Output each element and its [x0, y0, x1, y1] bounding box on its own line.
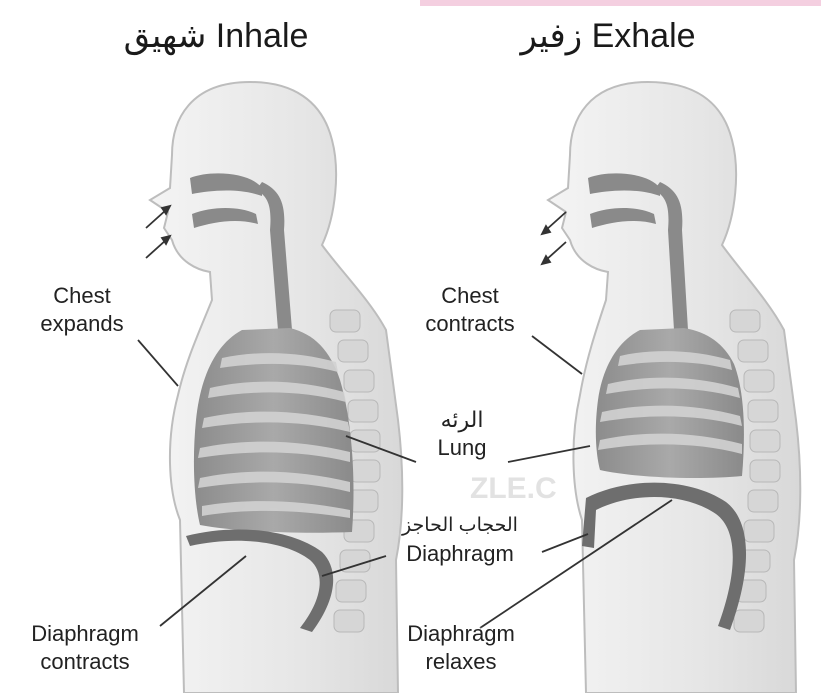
label-diaphragm-contracts: Diaphragm contracts — [0, 620, 170, 676]
watermark: ZLE.C — [470, 472, 557, 505]
lung-label-ar: الرئه — [402, 406, 522, 434]
diaphragm-contracts-line2: contracts — [0, 648, 170, 676]
diaphragm-relaxes-line1: Diaphragm — [376, 620, 546, 648]
exhale-title: زفير Exhale — [488, 16, 728, 56]
chest-contracts-line1: Chest — [400, 282, 540, 310]
exhale-figure — [542, 82, 800, 693]
label-diaphragm: الحجاب الحاجز Diaphragm — [370, 512, 550, 568]
chest-expands-line1: Chest — [12, 282, 152, 310]
leader-chest-expands — [138, 340, 178, 386]
diaphragm-label-en: Diaphragm — [370, 540, 550, 568]
exhale-airflow-arrows — [542, 212, 566, 264]
exhale-lung — [596, 328, 744, 478]
exhale-title-en: Exhale — [592, 17, 696, 55]
diaphragm-relaxes-line2: relaxes — [376, 648, 546, 676]
leader-chest-contracts — [532, 336, 582, 374]
label-diaphragm-relaxes: Diaphragm relaxes — [376, 620, 546, 676]
inhale-title-ar: شهيق — [124, 17, 207, 55]
chest-expands-line2: expands — [12, 310, 152, 338]
chest-contracts-line2: contracts — [400, 310, 540, 338]
inhale-title-en: Inhale — [216, 17, 309, 55]
diaphragm-contracts-line1: Diaphragm — [0, 620, 170, 648]
label-chest-expands: Chest expands — [12, 282, 152, 338]
inhale-title: شهيق Inhale — [96, 16, 336, 56]
diaphragm-label-ar: الحجاب الحاجز — [370, 512, 550, 540]
lung-label-en: Lung — [402, 434, 522, 462]
exhale-title-ar: زفير — [520, 17, 582, 55]
label-lung: الرئه Lung — [402, 406, 522, 462]
label-chest-contracts: Chest contracts — [400, 282, 540, 338]
inhale-figure — [146, 82, 402, 693]
